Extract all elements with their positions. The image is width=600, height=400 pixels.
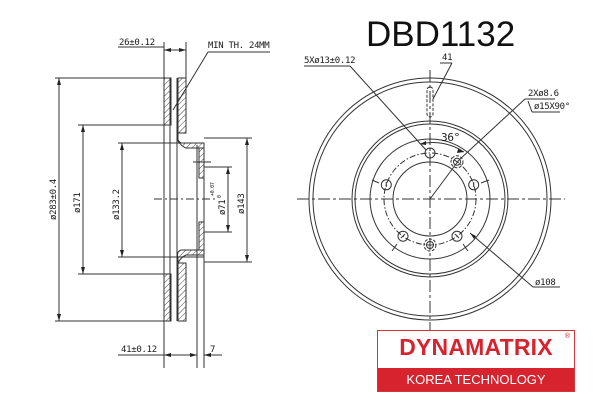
height-label: 41±0.12 xyxy=(121,345,157,355)
hat-thickness-label: 7 xyxy=(210,345,215,355)
dynamatrix-logo: DYNAMATRIX ® KOREA TECHNOLOGY xyxy=(377,330,575,392)
screw-holes-label: 2Xø8.6 xyxy=(528,89,559,99)
side-section-view xyxy=(55,42,270,368)
center-bore-tol-lower: 0 xyxy=(217,195,223,198)
diameter-171-label: ø171 xyxy=(73,193,83,213)
part-number-title: DBD1132 xyxy=(366,15,515,54)
logo-brand-name: DYNAMATRIX xyxy=(399,334,553,360)
hat-diameter-label: ø143 xyxy=(237,194,247,214)
pcd-label: ø108 xyxy=(535,278,555,288)
side-arrowheads xyxy=(57,48,249,357)
countersink-label: ø15X90° xyxy=(534,102,570,112)
min-thickness-label: MIN TH. 24MM xyxy=(208,41,270,51)
center-bore-tol-upper: +0.07 xyxy=(210,182,216,196)
center-bore-label: ø71 xyxy=(218,200,228,215)
registered-mark: ® xyxy=(564,333,570,340)
thickness-label: 26±0.12 xyxy=(119,38,155,48)
front-arrowheads xyxy=(420,141,476,239)
angle-label: 36° xyxy=(441,131,460,144)
front-view xyxy=(297,62,565,330)
logo-tagline: KOREA TECHNOLOGY xyxy=(378,368,574,391)
slot-label: 41 xyxy=(442,53,452,63)
bolt-holes-label: 5Xø13±0.12 xyxy=(304,56,355,66)
outer-diameter-label: ø283±0.4 xyxy=(49,179,59,220)
diameter-133-label: ø133.2 xyxy=(112,189,122,220)
